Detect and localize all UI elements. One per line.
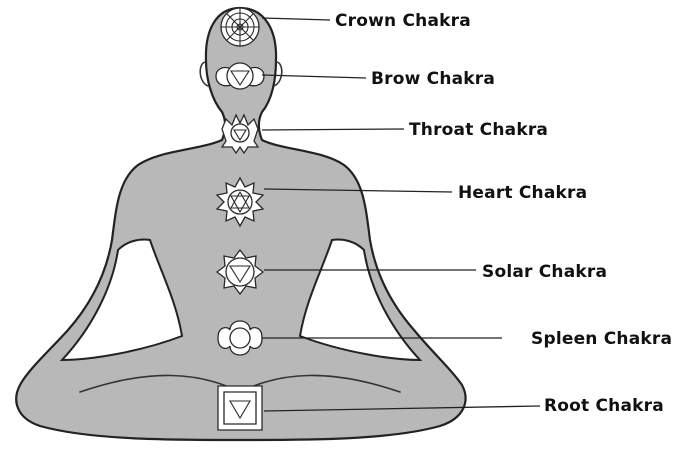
crown-symbol-icon	[220, 7, 260, 47]
brow-symbol-icon	[215, 62, 265, 90]
root-leader	[263, 405, 541, 412]
left-ear	[199, 61, 209, 87]
brow-leader	[261, 74, 367, 79]
chakra-symbols	[215, 7, 265, 431]
leader-lines	[261, 17, 541, 412]
throat-label: Throat Chakra	[409, 120, 548, 140]
crown-leader	[261, 17, 331, 21]
spleen-symbol-icon	[217, 320, 263, 356]
crown-label: Crown Chakra	[335, 11, 471, 31]
throat-leader	[261, 128, 405, 131]
throat-symbol-icon	[220, 113, 260, 155]
heart-symbol-icon	[215, 176, 265, 228]
left-arm-gap	[59, 238, 184, 362]
root-label: Root Chakra	[544, 396, 664, 416]
solar-label: Solar Chakra	[482, 262, 607, 282]
root-symbol-icon	[217, 385, 263, 431]
brow-label: Brow Chakra	[371, 69, 495, 89]
heart-label: Heart Chakra	[458, 183, 587, 203]
spleen-label: Spleen Chakra	[531, 329, 672, 349]
heart-leader	[263, 188, 453, 193]
solar-symbol-icon	[215, 248, 265, 296]
right-ear	[273, 61, 283, 87]
chakra-labels: Crown Chakra Brow Chakra Throat Chakra H…	[335, 11, 672, 416]
